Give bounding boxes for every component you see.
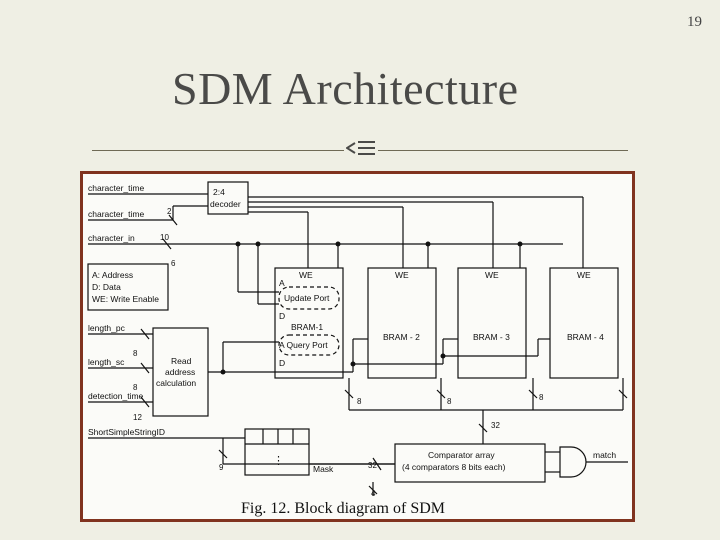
read-calc-line-3: calculation — [156, 378, 196, 388]
update-port-label: Update Port — [284, 293, 330, 303]
bram-2-name: BRAM - 2 — [383, 332, 420, 342]
bram-1-we: WE — [299, 270, 313, 280]
signal-short-id: ShortSimpleStringID — [88, 427, 165, 437]
bram-1-block — [274, 267, 344, 379]
signal-detection-time: detection_time — [88, 391, 144, 401]
bram-1-address: A — [279, 278, 285, 288]
read-calc-line-2: address — [165, 367, 195, 377]
title-rule-left — [92, 150, 344, 151]
block-diagram: character_time character_time character_… — [87, 181, 628, 498]
bram-4-block — [549, 267, 619, 379]
legend-data: D: Data — [92, 282, 121, 292]
legend-write-enable: WE: Write Enable — [92, 294, 159, 304]
comparator-line-1: Comparator array — [428, 450, 495, 460]
width-32-mask: 32 — [368, 461, 377, 470]
decoder-block — [207, 181, 249, 215]
bram-1-data: D — [279, 311, 285, 321]
figure-caption: Fig. 12. Block diagram of SDM — [241, 500, 445, 517]
slide-title: SDM Architecture — [172, 63, 519, 114]
bram-1-name: BRAM-1 — [291, 322, 323, 332]
comparator-line-2: (4 comparators 8 bits each) — [402, 462, 506, 472]
width-6: 6 — [171, 259, 176, 268]
and-gate — [559, 446, 587, 478]
decoder-label-1: 2:4 — [213, 187, 225, 197]
legend-address: A: Address — [92, 270, 133, 280]
signal-character-in: character_in — [88, 233, 135, 243]
bram-1-data-out: D — [279, 358, 285, 368]
mask-register — [244, 428, 310, 476]
width-10: 10 — [160, 233, 169, 242]
junction-dots — [220, 241, 523, 375]
register-ellipsis: ⋮ — [273, 455, 284, 467]
query-port-label: A Query Port — [279, 340, 328, 350]
width-2: 2 — [167, 207, 172, 216]
signal-character-time-1: character_time — [88, 183, 144, 193]
bram-3-name: BRAM - 3 — [473, 332, 510, 342]
bram-2-we: WE — [395, 270, 409, 280]
comparator-array-block — [394, 443, 546, 483]
bram-3-we: WE — [485, 270, 499, 280]
width-32-bus: 32 — [491, 421, 500, 430]
signal-length-sc: length_sc — [88, 357, 125, 367]
decoder-label-2: decoder — [210, 199, 241, 209]
signal-length-pc: length_pc — [88, 323, 126, 333]
slide-number: 19 — [687, 14, 702, 30]
bullet-lines-icon — [346, 141, 375, 155]
query-port — [278, 334, 340, 356]
title-rule-right — [378, 150, 628, 151]
width-8-bram1: 8 — [357, 397, 362, 406]
bram-4-name: BRAM - 4 — [567, 332, 604, 342]
width-9: 9 — [219, 463, 224, 472]
signal-character-time-2: character_time — [88, 209, 144, 219]
read-calc-line-1: Read — [171, 356, 192, 366]
match-output: match — [593, 450, 616, 460]
width-8-bram2: 8 — [447, 397, 452, 406]
diagram-frame: character_time character_time character_… — [80, 171, 635, 522]
bram-4-we: WE — [577, 270, 591, 280]
width-8-bram3: 8 — [539, 393, 544, 402]
bram-2-block — [367, 267, 437, 379]
width-12: 12 — [133, 413, 142, 422]
width-8-pc: 8 — [133, 349, 138, 358]
bram-3-block — [457, 267, 527, 379]
legend-box — [87, 263, 169, 311]
mask-label: Mask — [313, 464, 334, 474]
width-4: 4 — [371, 489, 376, 498]
update-port — [278, 286, 340, 310]
width-8-sc: 8 — [133, 383, 138, 392]
